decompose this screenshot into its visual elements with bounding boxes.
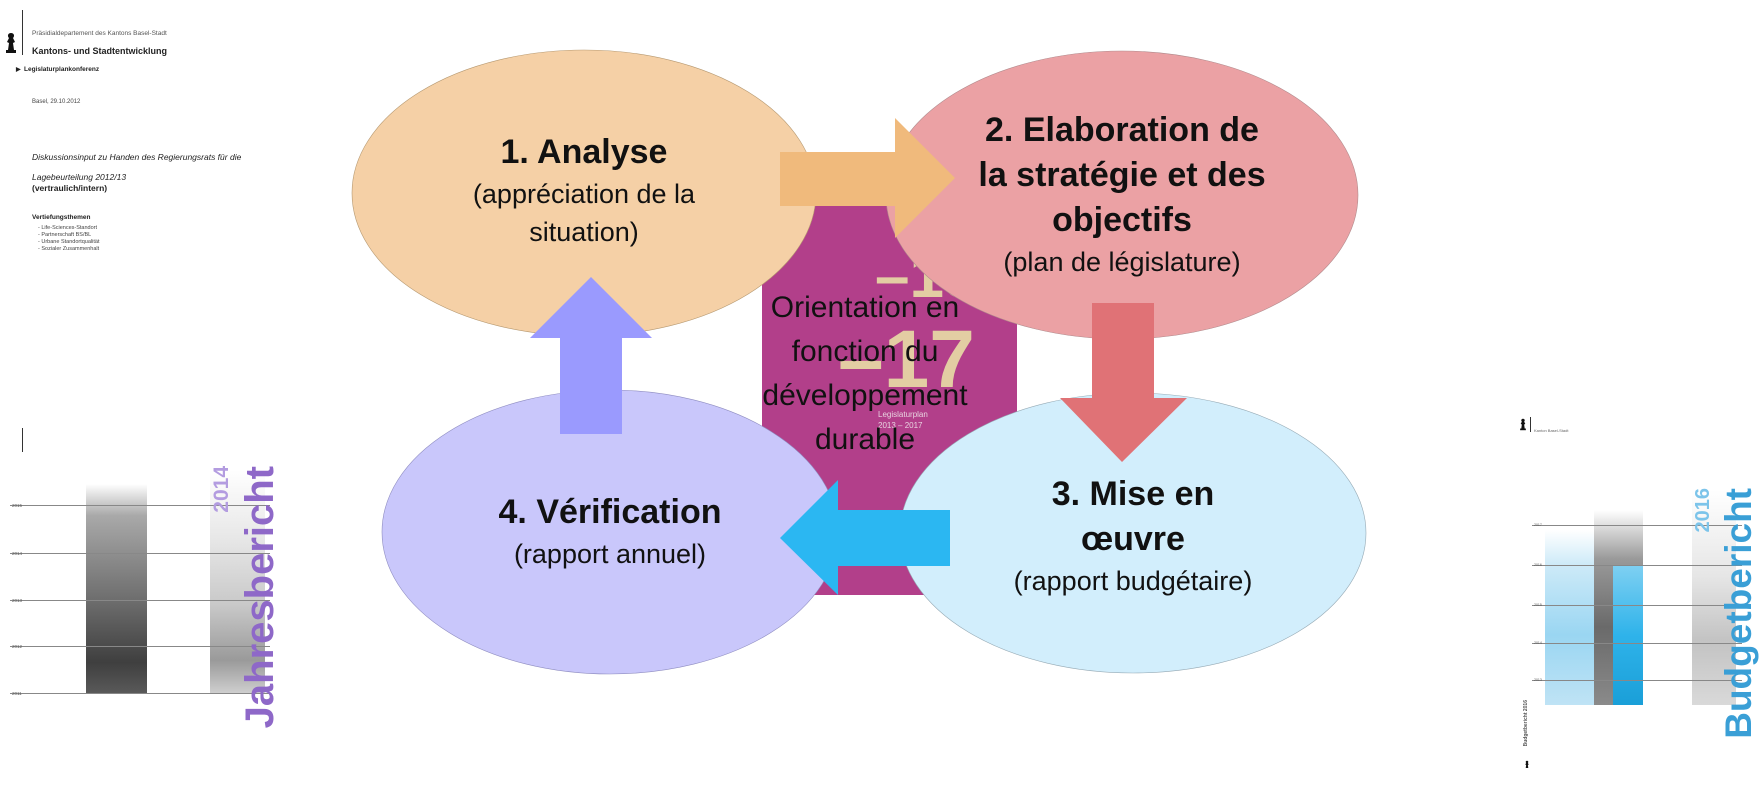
confidentiality-note: (vertraulich/intern): [32, 183, 108, 193]
timeline-line: [10, 505, 270, 506]
timeline-line: [10, 600, 270, 601]
step-subtitle: (rapport annuel): [513, 539, 707, 569]
city-photo-stripe: [86, 484, 147, 694]
cover-divider: [1530, 417, 1531, 432]
arrow-right: [780, 118, 955, 238]
unit-title: Kantons- und Stadtentwicklung: [32, 46, 167, 56]
timeline-label: 2015: [12, 503, 23, 508]
timeline-label: 2011: [12, 691, 22, 696]
timeline-label: 2014: [12, 551, 23, 556]
topics-list: Life-Sciences-Standort Partnerschaft BS/…: [38, 225, 99, 253]
step-subtitle: (rapport budgétaire): [1013, 566, 1253, 596]
step-verification: 4. Vérification (rapport annuel): [450, 490, 770, 573]
plan-years: 2013 – 2017: [878, 421, 923, 430]
step-subtitle: (appréciation de la situation): [472, 179, 696, 247]
topics-heading: Vertiefungsthemen: [32, 214, 91, 221]
step-title: 2. Elaboration de la stratégie et des ob…: [978, 111, 1266, 239]
timeline-label: 2017: [1534, 523, 1542, 527]
arrow-left: [780, 480, 950, 595]
step-title: 4. Vérification: [498, 493, 722, 531]
sustainability-orientation-text: Orientation en fonction du développement…: [762, 291, 968, 456]
timeline-label: 2013: [12, 598, 23, 603]
timeline-label: 2013: [1534, 678, 1542, 682]
city-photo-stripe: [1613, 565, 1643, 705]
timeline-line: [10, 693, 270, 694]
timeline-line: [1532, 680, 1742, 681]
timeline-label: 2014: [1534, 641, 1542, 645]
city-photo-stripe: [210, 470, 265, 694]
timeline-line: [10, 646, 270, 647]
arrow-up: [530, 277, 652, 434]
plan-label: Legislaturplan: [878, 410, 928, 419]
basel-crest-icon: [1520, 418, 1526, 431]
basel-crest-icon: [1525, 760, 1529, 768]
step-title: 1. Analyse: [500, 133, 668, 171]
timeline-line: [10, 553, 270, 554]
timeline-label: 2012: [12, 644, 23, 649]
plan-digits-bottom: –17: [838, 314, 975, 405]
timeline-label: 2016: [1534, 563, 1542, 567]
cover-divider: [22, 428, 23, 452]
topic-item: Partnerschaft BS/BL: [38, 232, 99, 239]
timeline-line: [1532, 525, 1742, 526]
canton-name: Kanton Basel-Stadt: [1534, 428, 1569, 433]
conference-item: Legislaturplankonferenz: [16, 66, 99, 73]
arrow-down: [1060, 303, 1187, 462]
topic-item: Life-Sciences-Standort: [38, 225, 99, 232]
timeline-label: 2015: [1534, 603, 1542, 607]
basel-crest-icon: [6, 33, 16, 53]
city-photo-stripe: [1545, 530, 1601, 705]
header-divider: [22, 10, 23, 55]
document-date: Basel, 29.10.2012: [32, 99, 81, 105]
step-analysis: 1. Analyse (appréciation de la situation…: [424, 130, 744, 251]
timeline-line: [1532, 643, 1742, 644]
step-strategy: 2. Elaboration de la stratégie et des ob…: [962, 108, 1282, 281]
document-description: Diskussionsinput zu Handen des Regierung…: [32, 152, 242, 182]
timeline-line: [1532, 565, 1742, 566]
step-title: 3. Mise en œuvre: [1051, 475, 1215, 558]
step-subtitle: (plan de législature): [1003, 247, 1241, 277]
department-name: Präsidialdepartement des Kantons Basel-S…: [32, 30, 167, 37]
step-implementation: 3. Mise en œuvre (rapport budgétaire): [973, 472, 1293, 600]
timeline-line: [1532, 605, 1742, 606]
topic-item: Urbane Standortqualität: [38, 239, 99, 246]
topic-item: Sozialer Zusammenhalt: [38, 246, 99, 253]
